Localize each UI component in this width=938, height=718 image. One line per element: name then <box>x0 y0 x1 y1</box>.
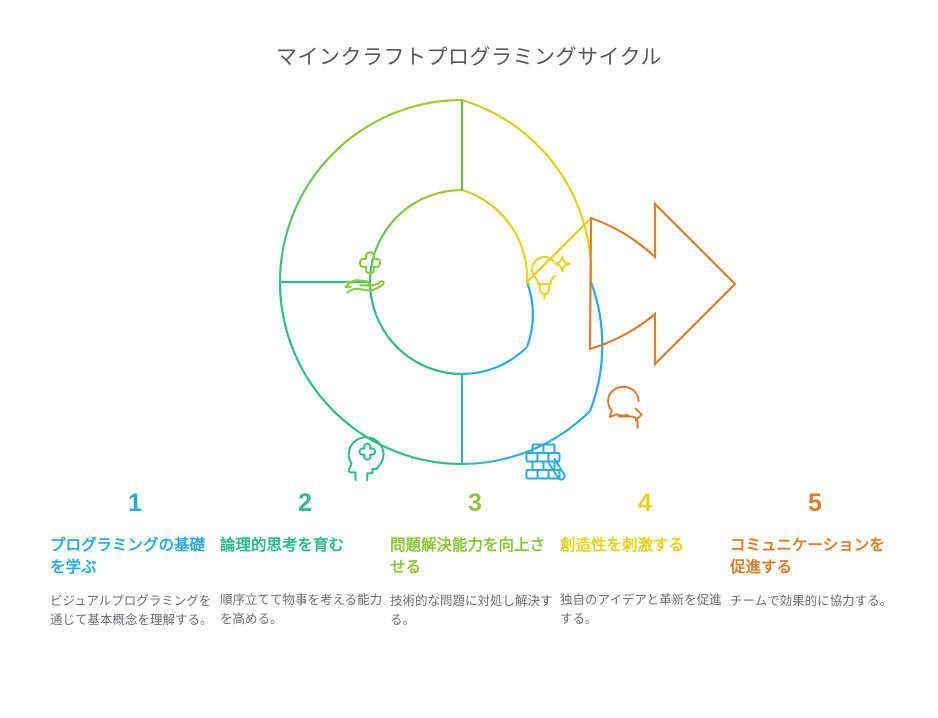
arrow-outline <box>588 201 737 367</box>
legend-number-5: 5 <box>808 489 822 517</box>
inner-arc-blue-upper <box>525 281 534 348</box>
legend-item-4[interactable]: 4 創造性を刺激する 独自のアイデアと革新を促進する。 <box>560 487 730 677</box>
cycle-diagram-svg <box>278 98 737 481</box>
inner-arc-blue <box>461 346 528 376</box>
legend-number-3: 3 <box>468 489 482 517</box>
legend-item-3[interactable]: 3 問題解決能力を向上させる 技術的な問題に対処し解決する。 <box>390 487 560 677</box>
legend-description-1: ビジュアルプログラミングを通じて基本概念を理解する。 <box>50 593 213 628</box>
legend-description-4: 独自のアイデアと革新を促進する。 <box>560 593 722 627</box>
legend-number-1: 1 <box>128 489 142 517</box>
legend-heading-3: 問題解決能力を向上させる <box>390 537 546 577</box>
ring-segment-logical-thinking[interactable] <box>278 281 463 466</box>
legend-item-2[interactable]: 2 論理的思考を育む 順序立てて物事を考える能力を高める。 <box>220 487 390 677</box>
legend-description-2: 順序立てて物事を考える能力を高める。 <box>220 593 383 627</box>
legend-heading-5: コミュニケーションを促進する <box>730 537 885 577</box>
ring-segment-communication-arrow[interactable] <box>588 201 737 367</box>
hand-puzzle-icon <box>344 251 385 294</box>
legend-heading-4: 創造性を刺激する <box>560 537 685 554</box>
divider-yellow-blue <box>526 281 531 286</box>
inner-arc-green <box>368 188 463 283</box>
head-puzzle-icon <box>347 436 385 481</box>
legend-heading-1: プログラミングの基礎を学ぶ <box>50 537 206 577</box>
inner-arc-yellow <box>461 188 529 283</box>
divider-yellow-orange <box>526 217 592 283</box>
legend-number-4: 4 <box>638 489 652 517</box>
outer-arc-blue-upper <box>588 281 604 412</box>
page-title: マインクラフトプログラミングサイクル <box>276 46 662 69</box>
legend-number-2: 2 <box>298 489 312 517</box>
legend-description-3: 技術的な問題に対処し解決する。 <box>390 593 553 628</box>
legend-item-5[interactable]: 5 コミュニケーションを促進する チームで効果的に協力する。 <box>730 487 900 677</box>
legend-row: 1 プログラミングの基礎を学ぶ ビジュアルプログラミングを通じて基本概念を理解す… <box>0 487 938 677</box>
inner-arc-teal <box>368 281 463 376</box>
ring-segment-programming-basics[interactable] <box>460 281 604 466</box>
outer-arc-teal <box>278 281 463 466</box>
ring-segment-creativity[interactable] <box>461 98 593 286</box>
lightbulb-sparkle-icon <box>531 255 571 300</box>
legend-heading-2: 論理的思考を育む <box>220 537 345 554</box>
legend-description-5: チームで効果的に協力する。 <box>730 593 893 608</box>
ring-segment-problem-solving[interactable] <box>278 98 464 284</box>
blocks-icon <box>525 443 566 481</box>
outer-arc-blue-lower <box>461 410 591 466</box>
legend-item-1[interactable]: 1 プログラミングの基礎を学ぶ ビジュアルプログラミングを通じて基本概念を理解す… <box>50 487 220 677</box>
cycle-diagram <box>0 92 938 482</box>
outer-arc-green <box>278 98 463 283</box>
speech-bubble-arrow-icon <box>607 385 643 429</box>
outer-arc-yellow <box>461 98 593 283</box>
